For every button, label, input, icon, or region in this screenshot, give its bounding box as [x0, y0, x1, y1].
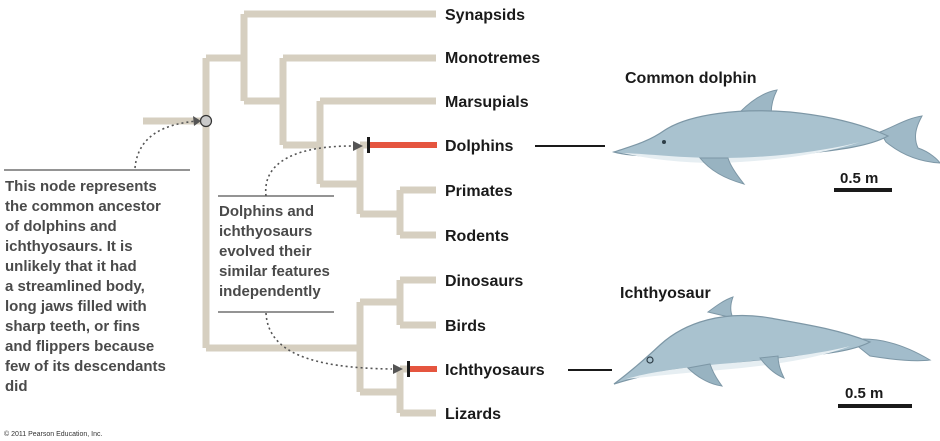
taxon-label-lizards: Lizards	[445, 406, 501, 423]
copyright-notice: © 2011 Pearson Education, Inc.	[4, 430, 102, 438]
ichthyosaurs-highlight-branch	[409, 366, 437, 372]
ichthyosaur-eye	[646, 356, 654, 364]
taxon-label-dolphins: Dolphins	[445, 138, 514, 155]
dolphin-belly	[622, 142, 860, 163]
ancestor-note: This node represents the common ancestor…	[4, 169, 190, 395]
convergence-note: Dolphins and ichthyosaurs evolved their …	[218, 195, 334, 313]
dolphins-highlight-branch	[369, 142, 437, 148]
ichthyosaur-tail	[848, 338, 932, 362]
ichthyosaur-rear-flipper	[759, 355, 786, 379]
dolphin-tail-fluke	[879, 115, 940, 164]
taxon-label-monotremes: Monotremes	[445, 50, 540, 67]
ichthyosaur-title: Ichthyosaur	[620, 285, 711, 302]
dolphin-scale-bar	[834, 188, 892, 192]
ancestor-note-line-9: and flippers because	[5, 338, 154, 355]
convergence-arrow-to-dolphins	[265, 145, 353, 197]
tree-branches	[143, 10, 436, 417]
ichthyosaur-front-flipper	[686, 363, 724, 387]
ancestor-note-line-6: a streamlined body,	[5, 278, 145, 295]
ancestor-note-arrow	[134, 120, 198, 169]
ancestor-note-line-10: few of its descendants	[5, 358, 166, 375]
dolphin-scale-label: 0.5 m	[840, 170, 878, 187]
highlighted-lineages	[367, 137, 437, 377]
taxon-label-primates: Primates	[445, 183, 513, 200]
convergence-note-line-3: evolved their	[219, 243, 312, 260]
taxon-label-ichthyosaurs: Ichthyosaurs	[445, 362, 545, 379]
ancestor-note-arrowhead	[193, 116, 201, 126]
ichthyosaur-scale-label: 0.5 m	[845, 385, 883, 402]
ancestor-note-line-3: of dolphins and	[5, 218, 117, 235]
convergence-note-line-5: independently	[219, 283, 321, 300]
dolphin-body	[611, 110, 890, 161]
ancestor-note-line-4: ichthyosaurs. It is	[5, 238, 133, 255]
taxon-labels: Synapsids Monotremes Marsupials Dolphins…	[445, 7, 545, 423]
ichthyosaur-dorsal-fin	[706, 296, 734, 319]
convergence-arrowhead-dolphins	[353, 141, 363, 151]
taxon-label-birds: Birds	[445, 318, 486, 335]
ancestor-note-line-7: long jaws filled with	[5, 298, 147, 315]
taxon-label-rodents: Rodents	[445, 228, 509, 245]
convergence-arrowhead-ichthyosaurs	[393, 364, 403, 374]
ancestor-note-line-2: the common ancestor	[5, 198, 161, 215]
ancestor-note-line-1: This node represents	[5, 178, 157, 195]
dolphin-illustration	[611, 89, 940, 185]
ichthyosaurs-origin-tick	[407, 361, 410, 377]
dolphins-origin-tick	[367, 137, 370, 153]
ancestor-note-line-8: sharp teeth, or fins	[5, 318, 140, 335]
convergence-arrow-to-ichthyosaurs	[265, 312, 393, 370]
convergence-note-line-2: ichthyosaurs	[219, 223, 312, 240]
ancestor-note-line-11: did	[5, 378, 28, 395]
dolphin-title: Common dolphin	[625, 70, 757, 87]
taxon-label-marsupials: Marsupials	[445, 94, 529, 111]
taxon-label-dinosaurs: Dinosaurs	[445, 273, 523, 290]
ichthyosaur-belly	[626, 346, 850, 379]
ichthyosaur-illustration	[613, 296, 932, 387]
taxon-label-synapsids: Synapsids	[445, 7, 525, 24]
dolphin-eye	[662, 140, 666, 144]
dolphin-pectoral-fin	[698, 157, 746, 185]
ancestor-note-line-5: unlikely that it had	[5, 258, 137, 275]
convergence-note-line-1: Dolphins and	[219, 203, 314, 220]
ichthyosaur-scale-bar	[838, 404, 912, 408]
convergence-note-line-4: similar features	[219, 263, 330, 280]
common-ancestor-node	[199, 114, 213, 128]
